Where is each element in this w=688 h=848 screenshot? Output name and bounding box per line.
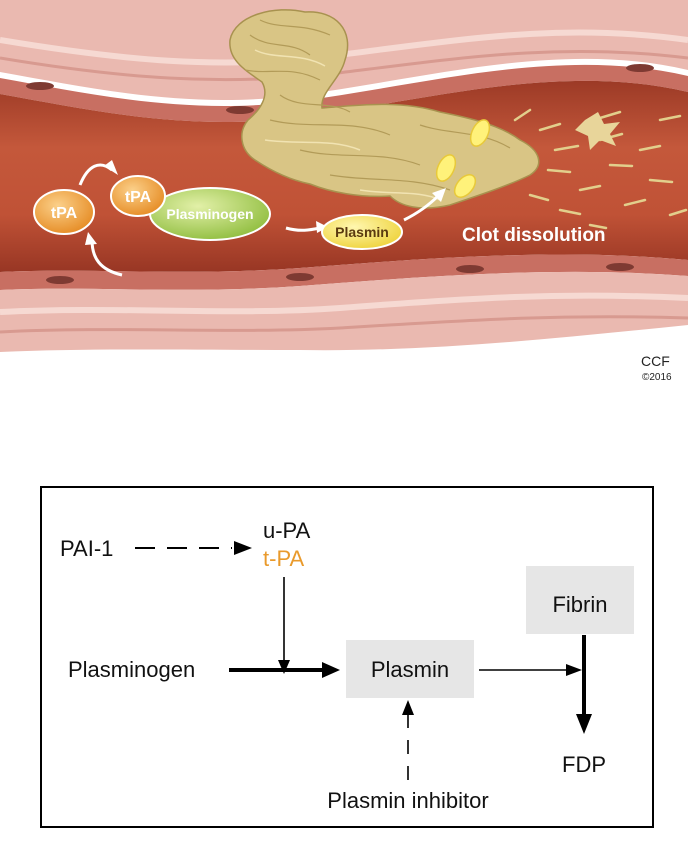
pai1-arrowhead — [234, 541, 252, 555]
vessel-lower-intima — [0, 254, 688, 290]
endothelial-cell — [456, 265, 484, 273]
endothelial-cell — [626, 64, 654, 72]
endothelial-cell — [46, 276, 74, 284]
fibrin-fragment-star — [575, 112, 620, 150]
vessel-lower-wall — [0, 271, 688, 352]
plasminogen-label: Plasminogen — [166, 206, 253, 222]
activator-arrowhead — [278, 660, 290, 674]
vessel-lower-wall-stripe — [0, 292, 688, 315]
credit-year: ©2016 — [642, 372, 672, 383]
vessel-upper-intima — [0, 64, 688, 123]
fibrin-clot — [229, 9, 540, 209]
plasminogen-to-plasmin-arrowhead — [322, 662, 340, 678]
fibrin-box — [526, 566, 634, 634]
tpa-bound-label: tPA — [125, 189, 152, 206]
endothelial-cell — [606, 263, 634, 271]
endothelial-cell — [226, 106, 254, 114]
plasmin-inhibitor-label: Plasmin inhibitor — [327, 788, 488, 813]
tpa-free-molecule: tPA — [33, 189, 95, 235]
endothelial-cell — [286, 273, 314, 281]
tpa-label: t-PA — [263, 546, 304, 571]
fibrin-label: Fibrin — [552, 592, 607, 617]
tpa-bound-molecule: tPA — [110, 175, 166, 217]
plasmin-inhibitor-arrowhead — [402, 700, 414, 715]
credit-name: CCF — [641, 353, 670, 369]
endothelial-cell — [26, 82, 54, 90]
plasmin-label: Plasmin — [371, 657, 449, 682]
upa-label: u-PA — [263, 518, 311, 543]
fibrin-to-fdp-arrowhead — [576, 714, 592, 734]
bound-plasmin-marks — [435, 119, 491, 198]
plasmin-label: Plasmin — [335, 224, 389, 240]
pai1-label: PAI-1 — [60, 536, 113, 561]
plasmin-to-fibrin-arrowhead — [566, 664, 582, 676]
vessel-lower-wall-stripe — [0, 315, 688, 334]
plasmin-molecule: Plasmin — [321, 214, 403, 250]
plasminogen-label: Plasminogen — [68, 657, 195, 682]
illustration-arrowheads — [85, 160, 446, 245]
fdp-label: FDP — [562, 752, 606, 777]
blood-vessel-illustration: tPA Plasminogen tPA Plasmin Clot dissolu… — [0, 0, 688, 352]
tpa-free-label: tPA — [51, 205, 78, 222]
clot-dissolution-caption: Clot dissolution — [462, 225, 606, 246]
plasminogen-molecule: Plasminogen — [149, 187, 271, 241]
plasmin-box — [346, 640, 474, 698]
fibrinolysis-diagram: PAI-1 u-PA t-PA Plasminogen Plasmin Fibr… — [40, 486, 654, 828]
